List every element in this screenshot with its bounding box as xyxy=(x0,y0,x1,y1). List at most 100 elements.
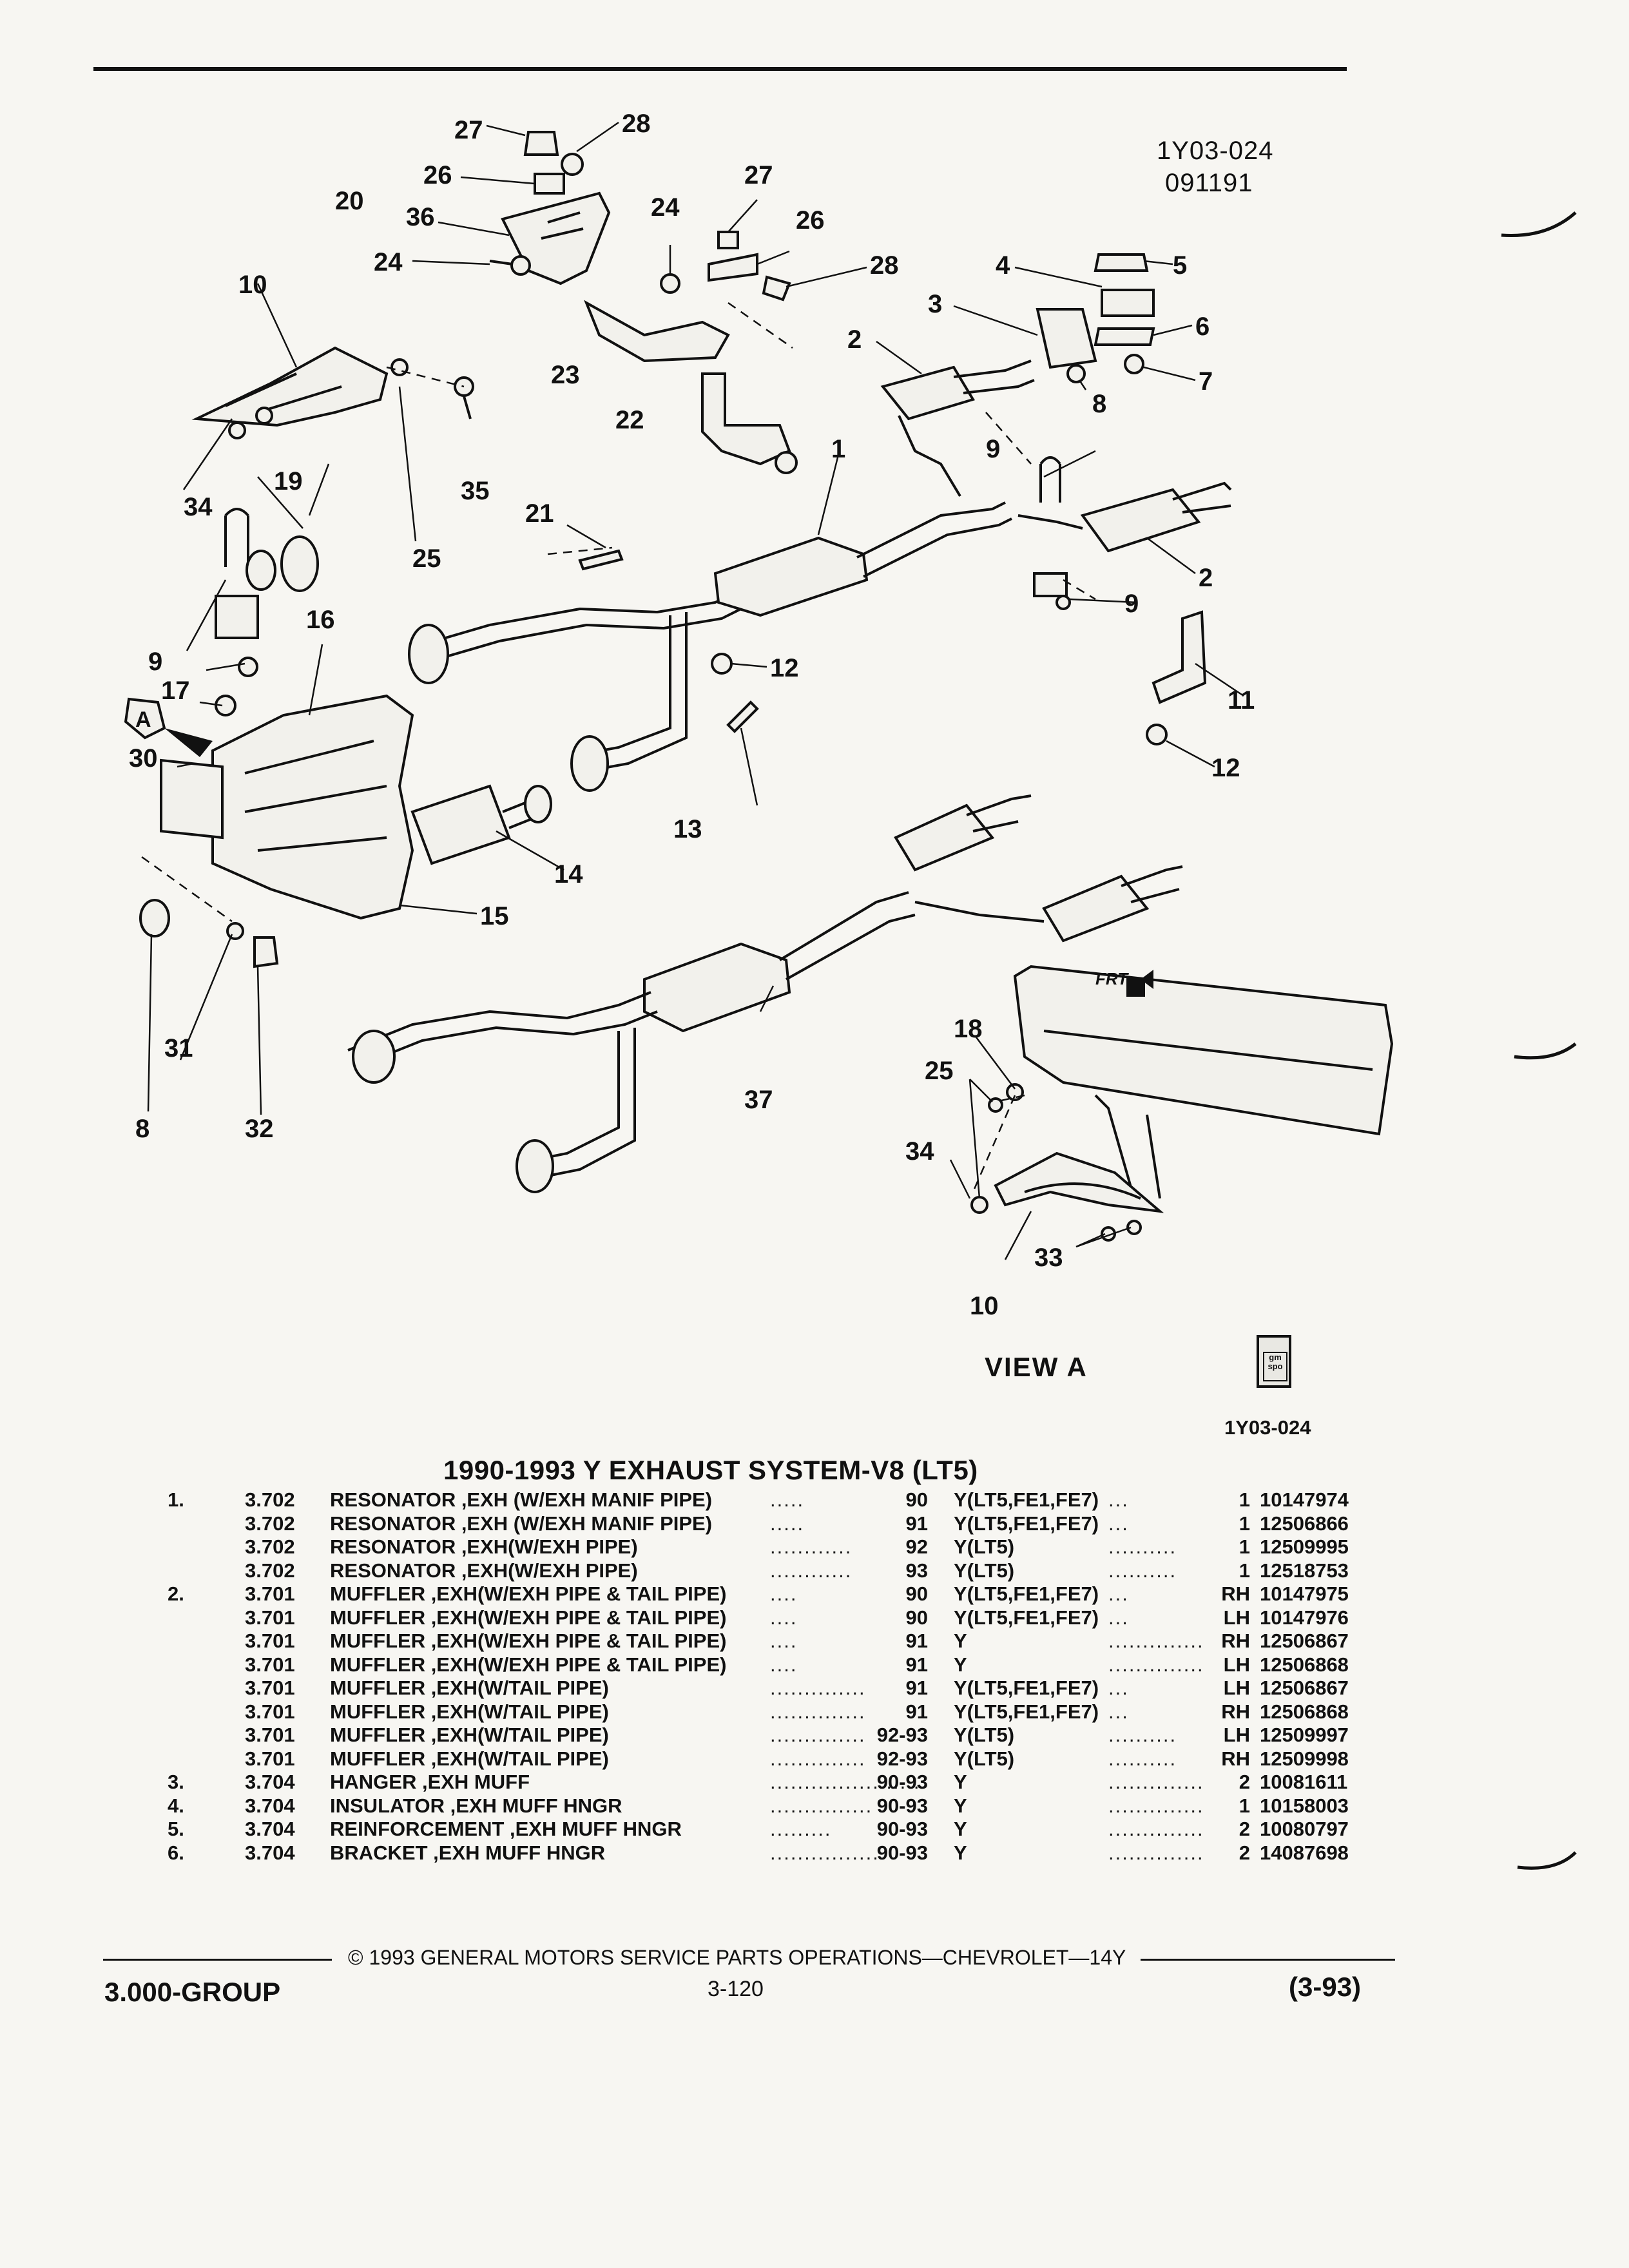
cell-item: 1. xyxy=(168,1488,184,1511)
cell-dots1: ......... xyxy=(770,1818,832,1840)
cell-year: 92-93 xyxy=(876,1724,928,1746)
cell-desc: RESONATOR ,EXH(W/EXH PIPE) xyxy=(330,1559,638,1582)
cell-model: Y(LT5,FE1,FE7) xyxy=(954,1582,1099,1605)
cell-model: Y(LT5,FE1,FE7) xyxy=(954,1488,1099,1511)
cell-qty: RH xyxy=(1221,1747,1250,1770)
part-31-bolt xyxy=(226,922,244,940)
part-9-ubolt-left xyxy=(224,508,249,567)
cell-part: 10147976 xyxy=(1260,1606,1349,1629)
part-12-bolt-left xyxy=(711,653,733,675)
part-30-plate xyxy=(160,758,224,840)
callout-25-b: 25 xyxy=(925,1057,954,1085)
callout-3: 3 xyxy=(928,290,942,318)
footer-page-number: 3-120 xyxy=(708,1977,764,2001)
cell-part: 12509998 xyxy=(1260,1747,1349,1770)
callout-31: 31 xyxy=(164,1034,193,1062)
callout-13: 13 xyxy=(673,815,702,843)
logo-text: gm spo xyxy=(1263,1352,1287,1381)
callout-11: 11 xyxy=(1228,686,1255,715)
part-21-bolt xyxy=(578,549,624,571)
cell-dots2: .......... xyxy=(1108,1535,1177,1558)
cell-dots2: ... xyxy=(1108,1606,1129,1629)
cell-year: 90 xyxy=(905,1606,928,1629)
part-9-ubolt-right xyxy=(1039,456,1061,503)
callout-8-b: 8 xyxy=(135,1115,149,1143)
cell-part: 12506867 xyxy=(1260,1677,1349,1699)
cell-desc: MUFFLER ,EXH(W/TAIL PIPE) xyxy=(330,1724,609,1746)
cell-dots2: ... xyxy=(1108,1488,1129,1511)
cell-qty: LH xyxy=(1223,1606,1250,1629)
callout-9: 9 xyxy=(986,435,1000,463)
cell-year: 92 xyxy=(905,1535,928,1558)
cell-part: 12509997 xyxy=(1260,1724,1349,1746)
part-26-clip-b xyxy=(708,253,758,282)
cell-dots2: .............. xyxy=(1108,1653,1204,1676)
cell-qty: 1 xyxy=(1239,1559,1250,1582)
cell-desc: MUFFLER ,EXH(W/TAIL PIPE) xyxy=(330,1700,609,1723)
exhaust-system-diagram: A FRT 27 28 26 36 24 27 24 26 28 10 23 2… xyxy=(124,110,1394,1320)
cell-model: Y(LT5) xyxy=(954,1724,1015,1746)
part-8-nut xyxy=(1066,364,1086,383)
cell-year: 90-93 xyxy=(876,1841,928,1864)
cell-qty: LH xyxy=(1223,1724,1250,1746)
callout-9-b: 9 xyxy=(1124,590,1139,618)
footer-copyright: © 1993 GENERAL MOTORS SERVICE PARTS OPER… xyxy=(348,1946,1126,1969)
callout-25: 25 xyxy=(412,544,441,573)
cell-dots1: .............. xyxy=(770,1724,866,1746)
cell-dots2: .............. xyxy=(1108,1771,1204,1793)
cell-model: Y xyxy=(954,1841,967,1864)
callout-27: 27 xyxy=(454,116,483,144)
cell-qty: 2 xyxy=(1239,1818,1250,1840)
cell-dots1: ............ xyxy=(770,1559,853,1582)
diagram-ref-code: 1Y03-024 xyxy=(1224,1416,1311,1439)
callout-34: 34 xyxy=(184,493,213,521)
callout-20: 20 xyxy=(335,187,364,215)
cell-part: 14087698 xyxy=(1260,1841,1349,1864)
part-27-nut xyxy=(523,131,559,156)
cell-item: 3. xyxy=(168,1771,184,1793)
callout-22: 22 xyxy=(615,406,644,434)
part-9-clamp-left xyxy=(215,595,259,677)
cell-desc: RESONATOR ,EXH (W/EXH MANIF PIPE) xyxy=(330,1512,713,1535)
callout-16: 16 xyxy=(306,606,335,634)
cell-group: 3.702 xyxy=(245,1535,295,1558)
cell-item: 4. xyxy=(168,1794,184,1817)
callout-10-b: 10 xyxy=(970,1292,999,1320)
cell-dots2: .......... xyxy=(1108,1747,1177,1770)
callout-36: 36 xyxy=(406,203,435,231)
cell-group: 3.702 xyxy=(245,1488,295,1511)
part-24-bolt xyxy=(489,255,531,276)
drawing-date: 091191 xyxy=(1165,169,1253,197)
cell-model: Y(LT5,FE1,FE7) xyxy=(954,1677,1099,1699)
footer-rule-right xyxy=(1141,1959,1395,1961)
cell-dots1: ............... xyxy=(770,1794,873,1817)
cell-model: Y(LT5,FE1,FE7) xyxy=(954,1512,1099,1535)
footer-group: 3.000-GROUP xyxy=(104,1977,281,2007)
cell-year: 91 xyxy=(905,1677,928,1699)
gm-spo-logo-icon: gm spo xyxy=(1257,1335,1291,1388)
cell-qty: 1 xyxy=(1239,1512,1250,1535)
cell-desc: HANGER ,EXH MUFF xyxy=(330,1771,530,1793)
cell-qty: 1 xyxy=(1239,1794,1250,1817)
cell-qty: 2 xyxy=(1239,1771,1250,1793)
cell-qty: 2 xyxy=(1239,1841,1250,1864)
cell-group: 3.704 xyxy=(245,1818,295,1840)
cell-group: 3.701 xyxy=(245,1582,295,1605)
footer-date: (3-93) xyxy=(1289,1972,1362,2002)
part-34-nuts xyxy=(228,407,273,439)
callout-18: 18 xyxy=(954,1015,983,1043)
cell-year: 90-93 xyxy=(876,1771,928,1793)
cell-model: Y(LT5) xyxy=(954,1535,1015,1558)
part-16-manifold xyxy=(211,694,414,920)
cell-group: 3.701 xyxy=(245,1677,295,1699)
assembly-line-2 xyxy=(141,856,1025,1193)
callout-9-c: 9 xyxy=(148,648,162,676)
view-a-marker: A xyxy=(124,697,213,757)
cell-desc: INSULATOR ,EXH MUFF HNGR xyxy=(330,1794,622,1817)
view-a-marker-label: A xyxy=(135,707,151,732)
cell-part: 12506867 xyxy=(1260,1629,1349,1652)
cell-group: 3.701 xyxy=(245,1724,295,1746)
cell-model: Y(LT5) xyxy=(954,1747,1015,1770)
cell-model: Y xyxy=(954,1818,967,1840)
leader-lines xyxy=(147,121,1244,1260)
